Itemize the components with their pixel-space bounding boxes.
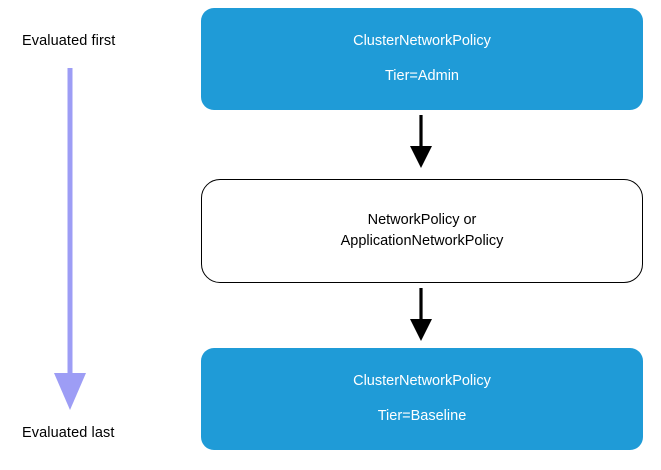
evaluated-first-label: Evaluated first: [22, 33, 116, 49]
node-admin-subtitle: Tier=Admin: [384, 67, 459, 84]
node-baseline-title: ClusterNetworkPolicy: [353, 373, 491, 390]
node-cluster-network-policy-admin: ClusterNetworkPolicy Tier=Admin: [201, 8, 643, 110]
connector-admin-to-netpol: [405, 113, 437, 171]
node-admin-title: ClusterNetworkPolicy: [353, 33, 491, 50]
node-netpol-line-1: NetworkPolicy or: [367, 211, 477, 228]
arrow-down-icon: [410, 115, 432, 168]
connector-2-head: [410, 319, 432, 341]
node-network-policy-or-application-network-policy: NetworkPolicy or ApplicationNetworkPolic…: [201, 179, 643, 283]
evaluation-order-arrow-icon: [36, 60, 106, 415]
connector-1-head: [410, 146, 432, 168]
arrow-down-icon: [410, 288, 432, 341]
node-netpol-line-2: ApplicationNetworkPolicy: [340, 233, 504, 249]
connector-netpol-to-baseline: [405, 286, 437, 344]
order-arrow-head: [54, 373, 86, 410]
evaluated-last-label: Evaluated last: [22, 425, 115, 441]
evaluation-order-arrow-svg: [54, 68, 86, 410]
node-cluster-network-policy-baseline: ClusterNetworkPolicy Tier=Baseline: [201, 348, 643, 450]
node-baseline-subtitle: Tier=Baseline: [377, 407, 467, 424]
